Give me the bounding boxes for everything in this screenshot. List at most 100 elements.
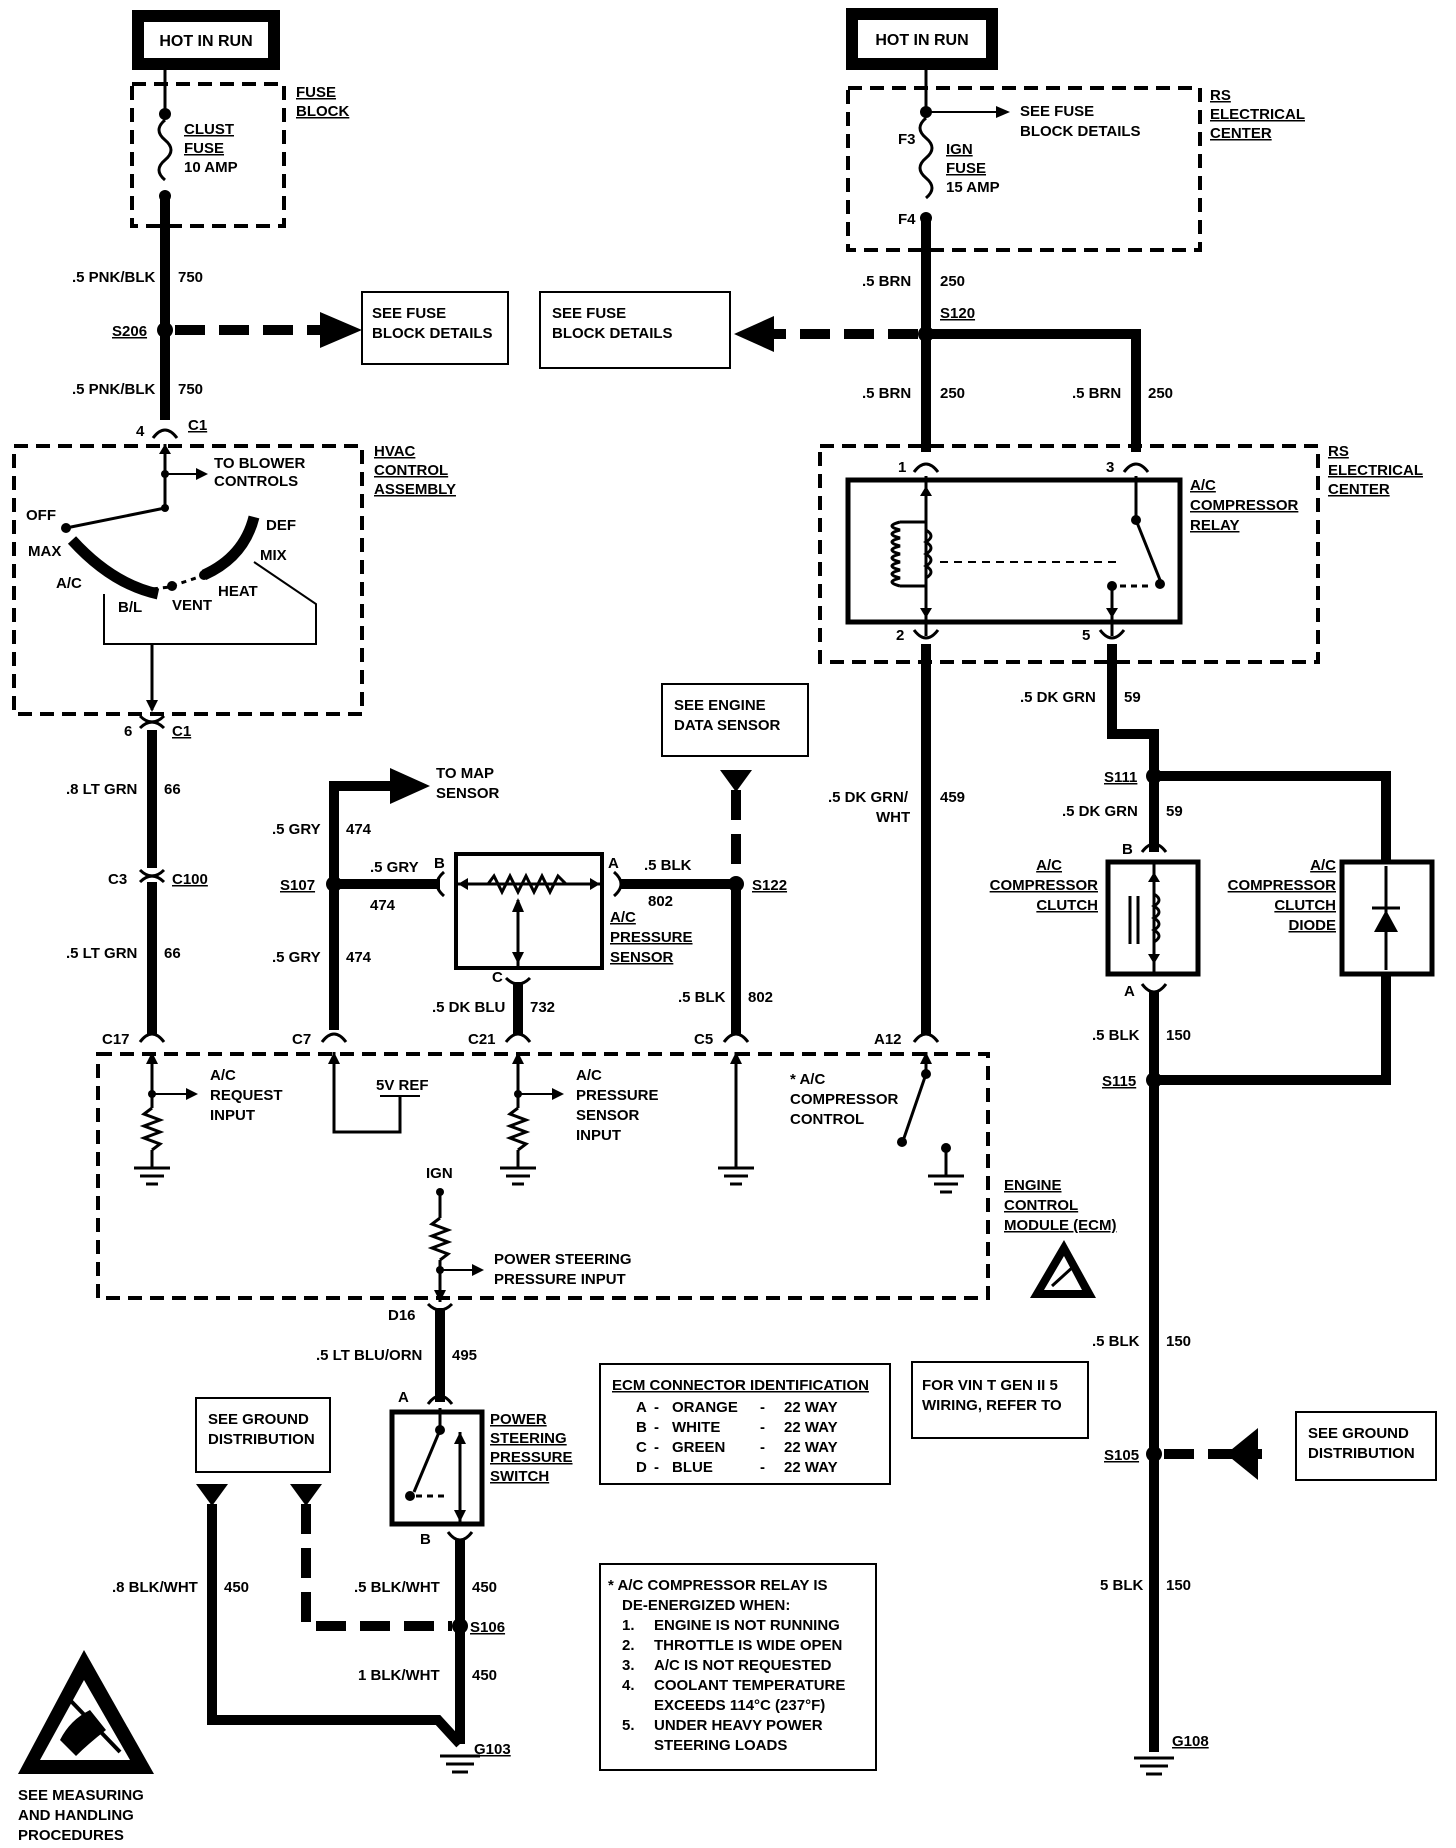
- see-ground-right-2: DISTRIBUTION: [1308, 1445, 1415, 1462]
- svg-text:3.: 3.: [622, 1657, 635, 1674]
- wire-dk-grn: .5 DK GRN: [1020, 689, 1096, 706]
- conn-row-d-size: 22 WAY: [784, 1459, 838, 1476]
- relay-note-item: 1. ENGINE IS NOT RUNNING: [622, 1617, 840, 1634]
- fuse-block-label-2: BLOCK: [296, 103, 349, 120]
- conn-row-b-size: 22 WAY: [784, 1419, 838, 1436]
- conn-row-a-size: 22 WAY: [784, 1399, 838, 1416]
- psensor-label-3: SENSOR: [610, 949, 674, 966]
- rs-center-top-outline: [846, 86, 1202, 252]
- fuse-f4: F4: [898, 211, 916, 228]
- splice-s120-label: S120: [940, 305, 975, 322]
- pressure-sensor-box: [454, 852, 604, 970]
- ecm-ps-1: A/C: [576, 1067, 602, 1084]
- hvac-off: OFF: [26, 507, 56, 524]
- wire-brn-2: .5 BRN: [862, 385, 911, 402]
- circuit-59-2: 59: [1166, 803, 1183, 820]
- circuit-250-3: 250: [1148, 385, 1173, 402]
- relay-pin-5: 5: [1082, 627, 1090, 644]
- wire-blk-wht-1: 1 BLK/WHT: [358, 1667, 440, 1684]
- splice-s106-label: S106: [470, 1619, 505, 1636]
- relay-pin-2: 2: [896, 627, 904, 644]
- hvac-ac: A/C: [56, 575, 82, 592]
- splice-s105-label: S105: [1104, 1447, 1139, 1464]
- circuit-250-1: 250: [940, 273, 965, 290]
- svg-text:-: -: [654, 1419, 659, 1436]
- ecm-connector-table: [599, 1363, 891, 1485]
- clust-fuse-label-2: FUSE: [184, 140, 224, 157]
- ecm-pin-c7: C7: [292, 1031, 311, 1048]
- wire-brn-3: .5 BRN: [1072, 385, 1121, 402]
- conn-c3: C3: [108, 871, 127, 888]
- wire-dk-grn-wht-1: .5 DK GRN/: [828, 789, 909, 806]
- ecm-ctl-3: CONTROL: [790, 1111, 864, 1128]
- hot-in-run-left: HOT IN RUN: [132, 10, 280, 70]
- clutch-label-2: COMPRESSOR: [990, 877, 1099, 894]
- esd-note-3: PROCEDURES: [18, 1827, 124, 1844]
- ps-switch-label-4: SWITCH: [490, 1468, 549, 1485]
- see-ground-right-box: [1295, 1411, 1437, 1481]
- to-blower-2: CONTROLS: [214, 473, 298, 490]
- ac-pressure-input-circuit: [500, 1052, 564, 1186]
- wire-lt-blu-orn: .5 LT BLU/ORN: [316, 1347, 422, 1364]
- svg-text:UNDER HEAVY POWER: UNDER HEAVY POWER: [654, 1717, 823, 1734]
- clust-fuse: [157, 70, 173, 240]
- conn-row-d-pin: D: [636, 1459, 647, 1476]
- wire-blk-3: .5 BLK: [1092, 1027, 1140, 1044]
- ecm-req-3: INPUT: [210, 1107, 255, 1124]
- ecm-ctl-2: COMPRESSOR: [790, 1091, 899, 1108]
- circuit-474-1: 474: [346, 821, 372, 838]
- fuse-block-outline: [130, 82, 286, 228]
- ecm-c5-ground: [718, 1052, 754, 1186]
- hvac-heat: HEAT: [218, 583, 258, 600]
- svg-text:5.: 5.: [622, 1717, 635, 1734]
- to-blower-1: TO BLOWER: [214, 455, 306, 472]
- fuse-block-label-1: FUSE: [296, 84, 336, 101]
- splice-s107-label: S107: [280, 877, 315, 894]
- hvac-conn-c1-top: C1: [188, 417, 207, 434]
- conn-row-c-size: 22 WAY: [784, 1439, 838, 1456]
- circuit-474-2: 474: [370, 897, 396, 914]
- see-fuse-right-2: BLOCK DETAILS: [552, 325, 673, 342]
- wire-dk-blu: .5 DK BLU: [432, 999, 505, 1016]
- ground-g108: [1134, 1756, 1174, 1776]
- svg-text:A/C IS NOT REQUESTED: A/C IS NOT REQUESTED: [654, 1657, 832, 1674]
- hot-in-run-left-label: HOT IN RUN: [159, 33, 252, 50]
- hvac-pin-4: 4: [136, 423, 145, 440]
- esd-note-1: SEE MEASURING: [18, 1787, 144, 1804]
- ecm-outline: [96, 1052, 990, 1300]
- hot-in-run-right-label: HOT IN RUN: [875, 32, 968, 49]
- splice-s115-label: S115: [1102, 1073, 1136, 1090]
- hvac-conn-c1-bottom: C1: [172, 723, 191, 740]
- relay-switch: [1106, 476, 1165, 636]
- svg-text:4.: 4.: [622, 1677, 635, 1694]
- diode-symbol: [1372, 866, 1400, 970]
- clutch-label-3: CLUTCH: [1036, 897, 1098, 914]
- ecm-pwr-1: POWER STEERING: [494, 1251, 632, 1268]
- relay-note-item: 4. COOLANT TEMPERATURE EXCEEDS 114°C (23…: [622, 1677, 845, 1714]
- see-ground-right-1: SEE GROUND: [1308, 1425, 1409, 1442]
- circuit-750-1: 750: [178, 269, 203, 286]
- conn-c100: C100: [172, 871, 208, 888]
- rs-top-label-1: RS: [1210, 87, 1231, 104]
- ground-g103-label: G103: [474, 1741, 511, 1758]
- circuit-802-2: 802: [748, 989, 773, 1006]
- ecm-pwr-2: PRESSURE INPUT: [494, 1271, 626, 1288]
- relay-center-2: ELECTRICAL: [1328, 462, 1423, 479]
- relay-note-title-2: DE-ENERGIZED WHEN:: [622, 1597, 790, 1614]
- splice-s115: [1146, 1072, 1162, 1088]
- rs-see-1: SEE FUSE: [1020, 103, 1094, 120]
- relay-center-3: CENTER: [1328, 481, 1390, 498]
- circuit-66-2: 66: [164, 945, 181, 962]
- ecm-pin-a12: A12: [874, 1031, 902, 1048]
- circuit-474-3: 474: [346, 949, 372, 966]
- relay-label-2: COMPRESSOR: [1190, 497, 1299, 514]
- fuse-f3: F3: [898, 131, 916, 148]
- svg-text:STEERING LOADS: STEERING LOADS: [654, 1737, 787, 1754]
- relay-label-3: RELAY: [1190, 517, 1239, 534]
- circuit-59-1: 59: [1124, 689, 1141, 706]
- circuit-450-3: 450: [472, 1667, 497, 1684]
- splice-s105: [1146, 1446, 1162, 1462]
- svg-text:-: -: [654, 1399, 659, 1416]
- hot-in-run-right: HOT IN RUN: [846, 8, 998, 70]
